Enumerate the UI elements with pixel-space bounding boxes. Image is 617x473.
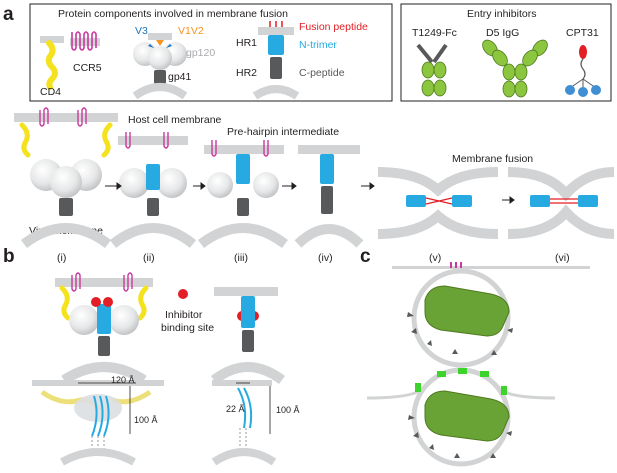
- inhibitors-box: [400, 3, 612, 102]
- t1249-icon: [416, 43, 448, 97]
- panel-c-top: [392, 262, 590, 368]
- inhibitor-site-line2: binding site: [161, 322, 214, 334]
- step-ii-label: (ii): [143, 252, 155, 264]
- gp41-detail-icon: [252, 21, 300, 100]
- cpt31-icon: [565, 45, 601, 97]
- step-iii-label: (iii): [234, 252, 248, 264]
- inhibitor-dot-icon: [178, 289, 188, 299]
- state-ii: [109, 132, 197, 248]
- v1v2-label: V1V2: [178, 25, 204, 37]
- ccr5-label: CCR5: [73, 62, 102, 74]
- membrane-fusion-label: Membrane fusion: [452, 153, 533, 165]
- width-label-2: 22 Å: [226, 404, 245, 414]
- step-i-label: (i): [57, 252, 66, 264]
- cd4-label: CD4: [40, 86, 61, 98]
- t1249-label: T1249-Fc: [412, 27, 457, 39]
- inhibitor-legend: [178, 289, 188, 299]
- structure-1: [32, 380, 164, 466]
- hr1-label: HR1: [236, 37, 257, 49]
- d5-igg-icon: [482, 39, 548, 98]
- state-iv: [294, 145, 364, 248]
- structure-2: [211, 380, 277, 466]
- c-peptide-label: C-peptide: [299, 67, 345, 79]
- step-iv-label: (iv): [318, 252, 333, 264]
- gp41-label: gp41: [168, 71, 192, 83]
- height-label-2: 100 Å: [276, 405, 300, 415]
- panel-b-label: b: [3, 246, 15, 267]
- width-label-1: 120 Å: [111, 375, 135, 385]
- step-vi-label: (vi): [555, 252, 570, 264]
- v3-label: V3: [135, 25, 148, 37]
- cd4-icon: [40, 36, 64, 90]
- panel-c-label: c: [360, 246, 371, 267]
- pathway-arrows: [105, 182, 515, 204]
- pre-hairpin-label: Pre-hairpin intermediate: [227, 126, 339, 138]
- components-title: Protein components involved in membrane …: [58, 8, 288, 20]
- state-iii: [197, 140, 289, 249]
- gp120-label: gp120: [186, 47, 215, 59]
- d5-label: D5 IgG: [486, 27, 519, 39]
- fusion-peptide-label: Fusion peptide: [299, 21, 368, 33]
- inhibitors-title: Entry inhibitors: [467, 8, 536, 20]
- hr2-label: HR2: [236, 67, 257, 79]
- env-trimer-icon: [132, 33, 188, 100]
- state-i: [14, 107, 118, 249]
- panel-a-label: a: [3, 4, 14, 25]
- inhibitor-site-line1: Inhibitor: [165, 309, 203, 321]
- state-vi: [507, 167, 615, 239]
- components-box: [29, 3, 393, 102]
- ccr5-icon: [70, 31, 100, 51]
- step-v-label: (v): [429, 252, 441, 264]
- height-label-1: 100 Å: [134, 415, 158, 425]
- panel-b-trimer: [55, 272, 153, 385]
- n-trimer-label: N-trimer: [299, 39, 337, 51]
- panel-b-prehairpin: [210, 287, 286, 385]
- state-v: [377, 167, 499, 239]
- cpt31-label: CPT31: [566, 27, 599, 39]
- host-membrane-label: Host cell membrane: [128, 114, 222, 126]
- panel-c-bottom: [366, 367, 556, 467]
